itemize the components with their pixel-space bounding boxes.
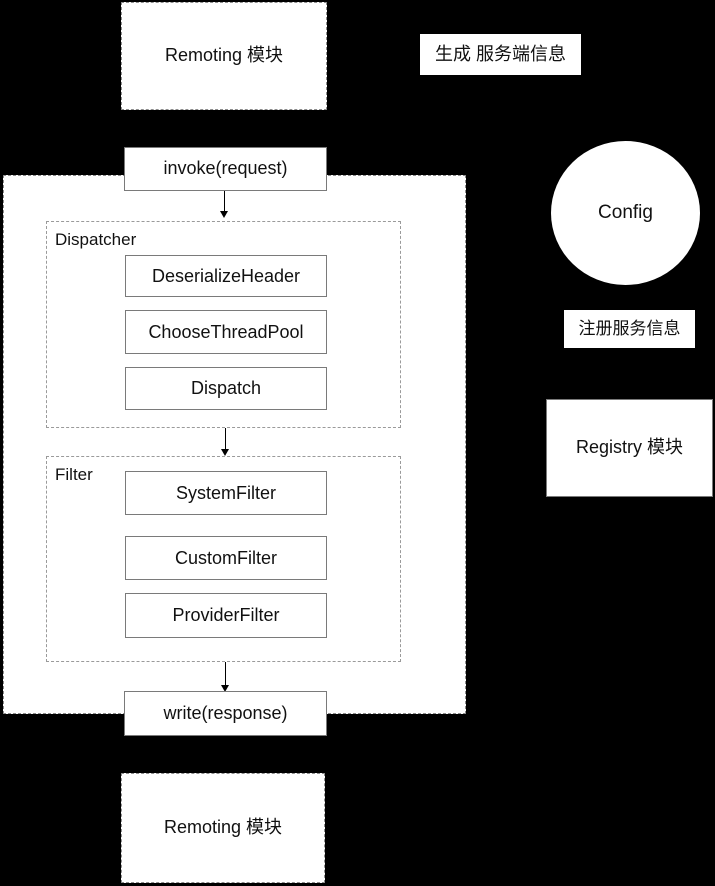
arrow-head-icon xyxy=(220,211,228,218)
arrow-shaft xyxy=(225,428,226,449)
dispatcher-group: Dispatcher DeserializeHeader ChooseThrea… xyxy=(46,221,401,428)
generate-server-info-label: 生成 服务端信息 xyxy=(420,34,581,75)
filter-group-title: Filter xyxy=(55,465,93,484)
config-circle: Config xyxy=(551,141,700,285)
dispatcher-group-title: Dispatcher xyxy=(55,230,137,249)
registry-module-box: Registry 模块 xyxy=(546,399,713,497)
arrow-head-icon xyxy=(221,449,229,456)
write-response-box: write(response) xyxy=(124,691,327,736)
arrow-shaft xyxy=(225,662,226,685)
step-choose-thread-pool: ChooseThreadPool xyxy=(125,310,327,354)
step-custom-filter: CustomFilter xyxy=(125,536,327,580)
arrow-invoke-to-dispatcher-icon xyxy=(220,191,229,218)
invoke-request-box: invoke(request) xyxy=(124,147,327,191)
step-system-filter: SystemFilter xyxy=(125,471,327,515)
arrow-filter-to-write-icon xyxy=(221,662,230,692)
arrow-shaft xyxy=(224,191,225,211)
arrow-head-icon xyxy=(221,685,229,692)
remoting-module-bottom-box: Remoting 模块 xyxy=(121,773,325,883)
server-processing-container: Dispatcher DeserializeHeader ChooseThrea… xyxy=(3,175,466,714)
step-provider-filter: ProviderFilter xyxy=(125,593,327,638)
remoting-module-top-box: Remoting 模块 xyxy=(121,2,327,110)
register-service-info-label: 注册服务信息 xyxy=(564,310,695,348)
filter-group: Filter SystemFilter CustomFilter Provide… xyxy=(46,456,401,662)
arrow-dispatcher-to-filter-icon xyxy=(221,428,230,456)
step-dispatch: Dispatch xyxy=(125,367,327,410)
step-deserialize-header: DeserializeHeader xyxy=(125,255,327,297)
